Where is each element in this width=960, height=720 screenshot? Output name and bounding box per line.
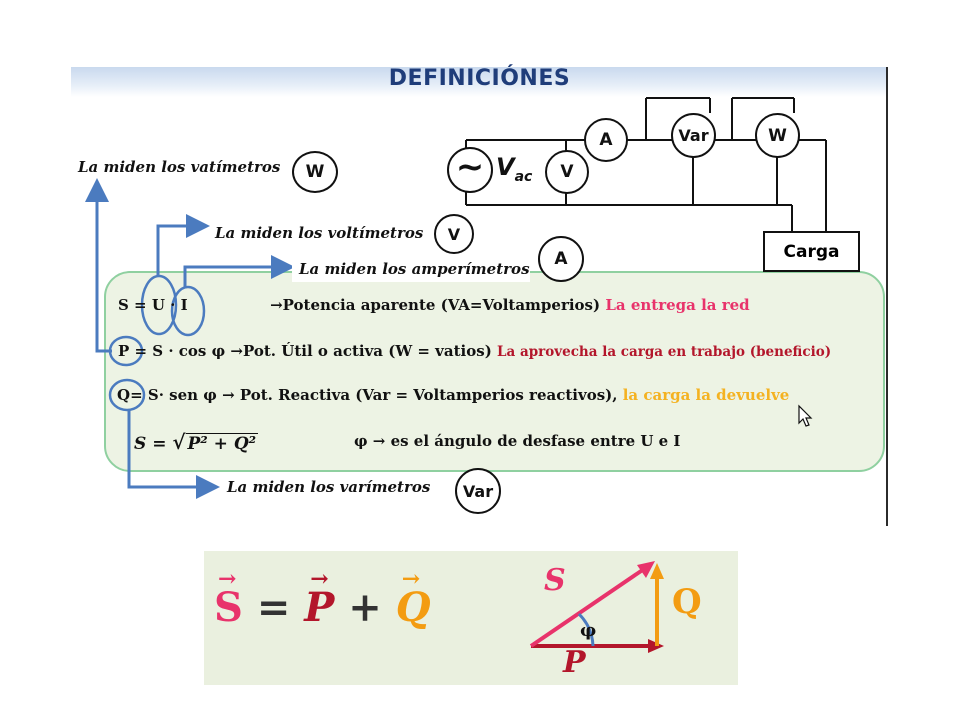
label-vatimetros: La miden los vatímetros [78,158,281,176]
sine-wave-icon: ~ [455,147,485,187]
plus-sign: + [348,584,382,631]
label-voltimetros: La miden los voltímetros [215,224,424,242]
mouse-cursor-icon [798,404,813,427]
reactive-power-note: la carga la devuelve [622,386,790,404]
vector-q: →Q [395,566,431,631]
formula-q: Q= S· sen φ [117,386,217,404]
row-reactive-power: Q= S· sen φ → Pot. Reactiva (Var = Volta… [117,386,789,404]
label-backdrop [292,256,530,282]
wattmeter-icon: W [292,151,338,193]
voltmeter-icon: V [434,214,474,254]
active-power-note: La aprovecha la carga en trabajo (benefi… [497,344,832,360]
ammeter-icon: A [538,236,584,282]
arrow-icon: → [270,296,283,314]
ac-source-icon: ~ [447,147,493,193]
triangle-label-q: Q [672,582,702,622]
ammeter-icon: A [584,118,628,162]
vector-equation: →S = →P + →Q [214,566,431,631]
source-voltage-label: Vac [496,153,533,185]
slide-title: DEFINICIÓNES [388,66,571,91]
slide-border [886,67,888,526]
equals-sign: = [256,584,291,631]
arrow-icon: → [222,386,235,404]
voltmeter-icon: V [545,150,589,194]
apparent-power-desc: Potencia aparente (VA=Voltamperios) [282,296,601,314]
triangle-label-s: S [544,563,566,598]
label-amperimetros: La miden los amperímetros [299,260,530,278]
vector-panel [204,551,738,685]
formula-s-magnitude: S = √P² + Q² [134,430,259,454]
vector-p: →P [304,566,335,631]
arrow-icon: → [230,342,243,360]
header-band [71,67,888,97]
formula-p: P = S · cos φ [118,342,226,360]
active-power-desc: Pot. Útil o activa (W = vatios) [242,342,492,360]
wattmeter-icon: W [755,113,800,158]
reactive-power-desc: Pot. Reactiva (Var = Voltamperios reacti… [239,386,618,404]
varmeter-icon: Var [671,113,716,158]
apparent-power-note: La entrega la red [605,296,750,314]
formula-s: S = U · I [118,296,188,314]
phi-definition: φ → es el ángulo de desfase entre U e I [354,432,681,450]
row-apparent-power: S = U · I →Potencia aparente (VA=Voltamp… [118,296,750,314]
row-active-power: P = S · cos φ →Pot. Útil o activa (W = v… [118,342,831,360]
vector-s: →S [214,566,243,631]
power-triangle [529,561,664,653]
label-varimetros: La miden los varímetros [227,478,431,496]
triangle-label-phi: φ [580,620,597,641]
varmeter-icon: Var [455,468,501,514]
load-box: Carga [763,231,860,272]
triangle-label-p: P [563,645,586,680]
